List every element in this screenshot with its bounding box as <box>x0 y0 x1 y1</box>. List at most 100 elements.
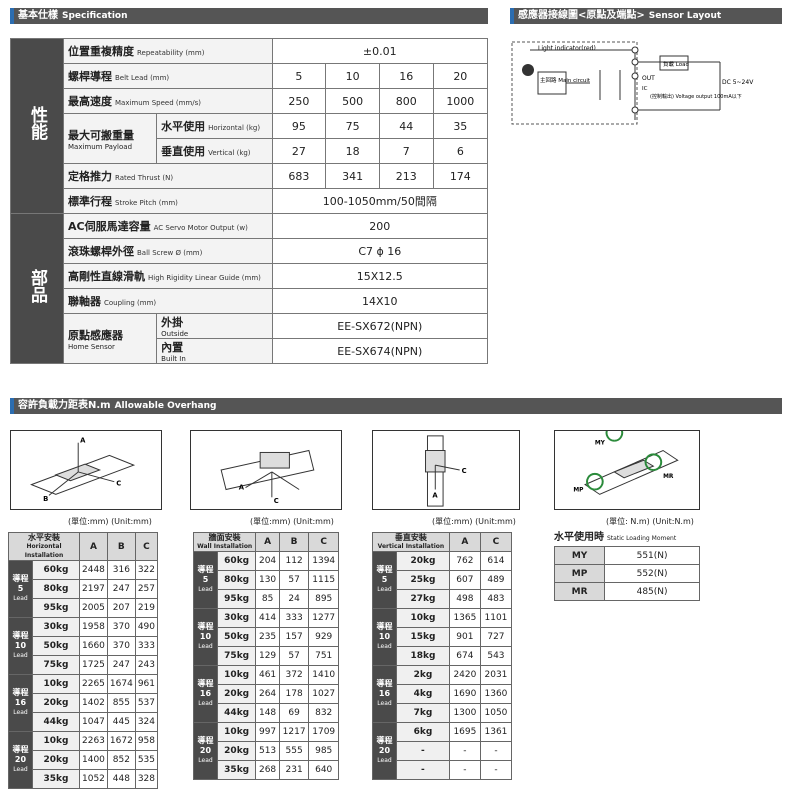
value-cell: 961 <box>134 674 159 694</box>
value-cell: 69 <box>278 703 310 723</box>
value-cell: 1690 <box>448 684 481 704</box>
lead-value: 20 <box>199 746 212 755</box>
group-performance-label: 性能 <box>27 106 47 140</box>
value-cell: 498 <box>448 589 481 609</box>
axis-a-label: A <box>239 484 245 492</box>
value-cell: - <box>479 760 513 780</box>
spec-value: 683 <box>271 163 327 189</box>
spec-value: 250 <box>271 88 327 114</box>
spec-value: 75 <box>325 113 380 139</box>
load-cell: 50kg <box>32 636 80 656</box>
value-cell: 1361 <box>479 722 513 742</box>
load-cell: 10kg <box>32 731 80 751</box>
value-cell: 855 <box>106 693 136 713</box>
value-cell: 1027 <box>308 684 339 704</box>
value-cell: 130 <box>255 570 280 590</box>
axis-b-label: B <box>43 495 48 503</box>
moment-name: MP <box>553 564 606 583</box>
load-cell: 18kg <box>396 646 450 666</box>
load-cell: 20kg <box>32 750 80 770</box>
load-cell: 75kg <box>216 646 257 666</box>
value-cell: 1410 <box>308 665 339 685</box>
column-header: C <box>479 532 513 552</box>
column-header: C <box>308 532 339 552</box>
unit-label: (單位:mm) (Unit:mm) <box>432 517 516 526</box>
vertical-installation-diagram: A C <box>372 430 520 510</box>
my-label: MY <box>595 441 606 447</box>
stroke-word: 導程 <box>12 574 29 583</box>
spec-value: 7 <box>378 138 434 164</box>
lead-value: 20 <box>14 755 27 764</box>
load-cell: 30kg <box>32 617 80 637</box>
spec-value: 174 <box>432 163 489 189</box>
spec-value: 5 <box>271 63 327 89</box>
main-circuit-label: 主回路 Main circuit <box>540 76 591 84</box>
stroke-word: 導程 <box>197 679 214 688</box>
value-cell: 537 <box>134 693 159 713</box>
lead-word: Lead <box>377 643 392 650</box>
stroke-word: 導程 <box>12 745 29 754</box>
load-cell: 95kg <box>216 589 257 609</box>
axis-c-label: C <box>274 497 279 505</box>
install-title: 垂直安裝 <box>394 533 427 542</box>
value-cell: 751 <box>308 646 339 666</box>
value-cell: 24 <box>278 589 310 609</box>
group-parts: 部品 <box>10 213 64 364</box>
spec-value: 44 <box>378 113 434 139</box>
load-cell: 80kg <box>32 579 80 599</box>
value-cell: 1709 <box>308 722 339 742</box>
lead-word: Lead <box>13 709 28 716</box>
value-cell: 1400 <box>79 750 108 770</box>
value-cell: 490 <box>134 617 159 637</box>
lead-word: Lead <box>198 643 213 650</box>
load-cell: 6kg <box>396 722 450 742</box>
spec-value: 1000 <box>432 88 489 114</box>
value-cell: - <box>479 741 513 761</box>
spec-value: 35 <box>432 113 489 139</box>
sensor-title-en: Sensor Layout <box>648 11 722 21</box>
stroke-word: 導程 <box>376 565 393 574</box>
value-cell: 414 <box>255 608 280 628</box>
moment-value: 551(N) <box>604 546 700 565</box>
value-cell: 324 <box>134 712 159 732</box>
value-cell: 555 <box>278 741 310 761</box>
load-cell: 35kg <box>216 760 257 780</box>
value-cell: 640 <box>308 760 339 780</box>
load-cell: 80kg <box>216 570 257 590</box>
value-cell: 219 <box>134 598 159 618</box>
value-cell: 445 <box>106 712 136 732</box>
value-cell: 112 <box>278 551 310 571</box>
spec-value: 16 <box>378 63 434 89</box>
value-cell: 1277 <box>308 608 339 628</box>
value-cell: 178 <box>278 684 310 704</box>
stroke-word: 導程 <box>376 736 393 745</box>
spec-value: 95 <box>271 113 327 139</box>
value-cell: 2197 <box>79 579 108 599</box>
horizontal-installation-diagram: A C B <box>10 430 162 510</box>
value-cell: 148 <box>255 703 280 723</box>
